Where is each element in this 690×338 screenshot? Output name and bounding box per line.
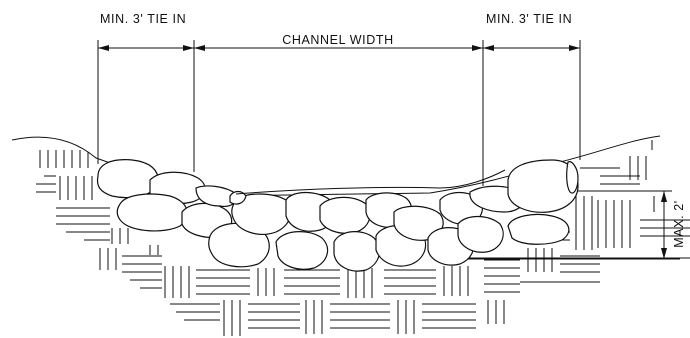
rock [507, 159, 579, 213]
rock [275, 231, 329, 270]
ground-line [11, 135, 661, 197]
rock [231, 193, 292, 235]
rock [319, 196, 371, 234]
rock [96, 159, 159, 199]
rock [116, 193, 188, 232]
rock [333, 231, 381, 272]
rock [566, 161, 579, 194]
soil-hatching [36, 140, 690, 336]
rock [507, 213, 570, 245]
tie-in-right-label: MIN. 3' TIE IN [486, 12, 572, 26]
channel-surface-line [235, 169, 506, 195]
tie-in-left-label: MIN. 3' TIE IN [100, 12, 186, 26]
channel-width-label: CHANNEL WIDTH [282, 33, 394, 47]
max-depth-label: MAX. 2' [672, 200, 686, 248]
rock [229, 190, 247, 205]
riprap-rocks [96, 159, 579, 272]
rock [457, 215, 504, 253]
dimension-lines [97, 40, 667, 259]
